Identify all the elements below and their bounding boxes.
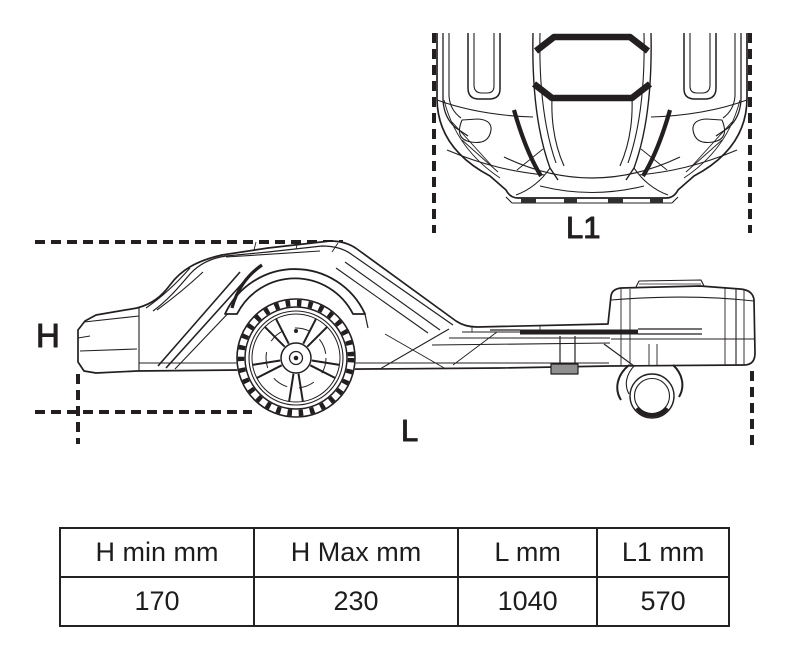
- top-view-panels: [436, 99, 748, 179]
- value-h-min: 170: [59, 576, 255, 627]
- value-h-max: 230: [252, 576, 460, 627]
- table-value-row: 170 230 1040 570: [59, 576, 730, 627]
- header-h-min: H min mm: [59, 527, 255, 578]
- dimension-lines: [35, 33, 754, 446]
- top-view-drawing: [436, 32, 748, 204]
- dim-label-l1: L1: [566, 210, 600, 245]
- cross-straps: [532, 33, 652, 102]
- side-rails: [442, 33, 742, 137]
- front-foot: [77, 308, 140, 371]
- value-l: 1040: [457, 576, 599, 627]
- main-wheel: [236, 298, 356, 418]
- caster-wheel: [603, 343, 684, 419]
- technical-drawing: H L L1: [35, 32, 756, 449]
- side-view-drawing: [77, 240, 756, 419]
- dim-label-l: L: [401, 413, 418, 448]
- dim-label-h: H: [36, 317, 60, 354]
- platform: [379, 325, 702, 375]
- table-header-row: H min mm H Max mm L mm L1 mm: [59, 527, 730, 578]
- top-view-bottom: [503, 148, 681, 204]
- wheel-spokes: [252, 318, 340, 402]
- top-view-outline: [436, 33, 748, 199]
- center-channel: [511, 32, 673, 181]
- rear-box: [610, 279, 755, 365]
- value-l1: 570: [596, 576, 730, 627]
- fender: [224, 263, 369, 329]
- header-l: L mm: [457, 527, 599, 578]
- header-h-max: H Max mm: [252, 527, 460, 578]
- header-l1: L1 mm: [596, 527, 730, 578]
- dimensions-table: H min mm H Max mm L mm L1 mm 170 230 104…: [59, 527, 730, 627]
